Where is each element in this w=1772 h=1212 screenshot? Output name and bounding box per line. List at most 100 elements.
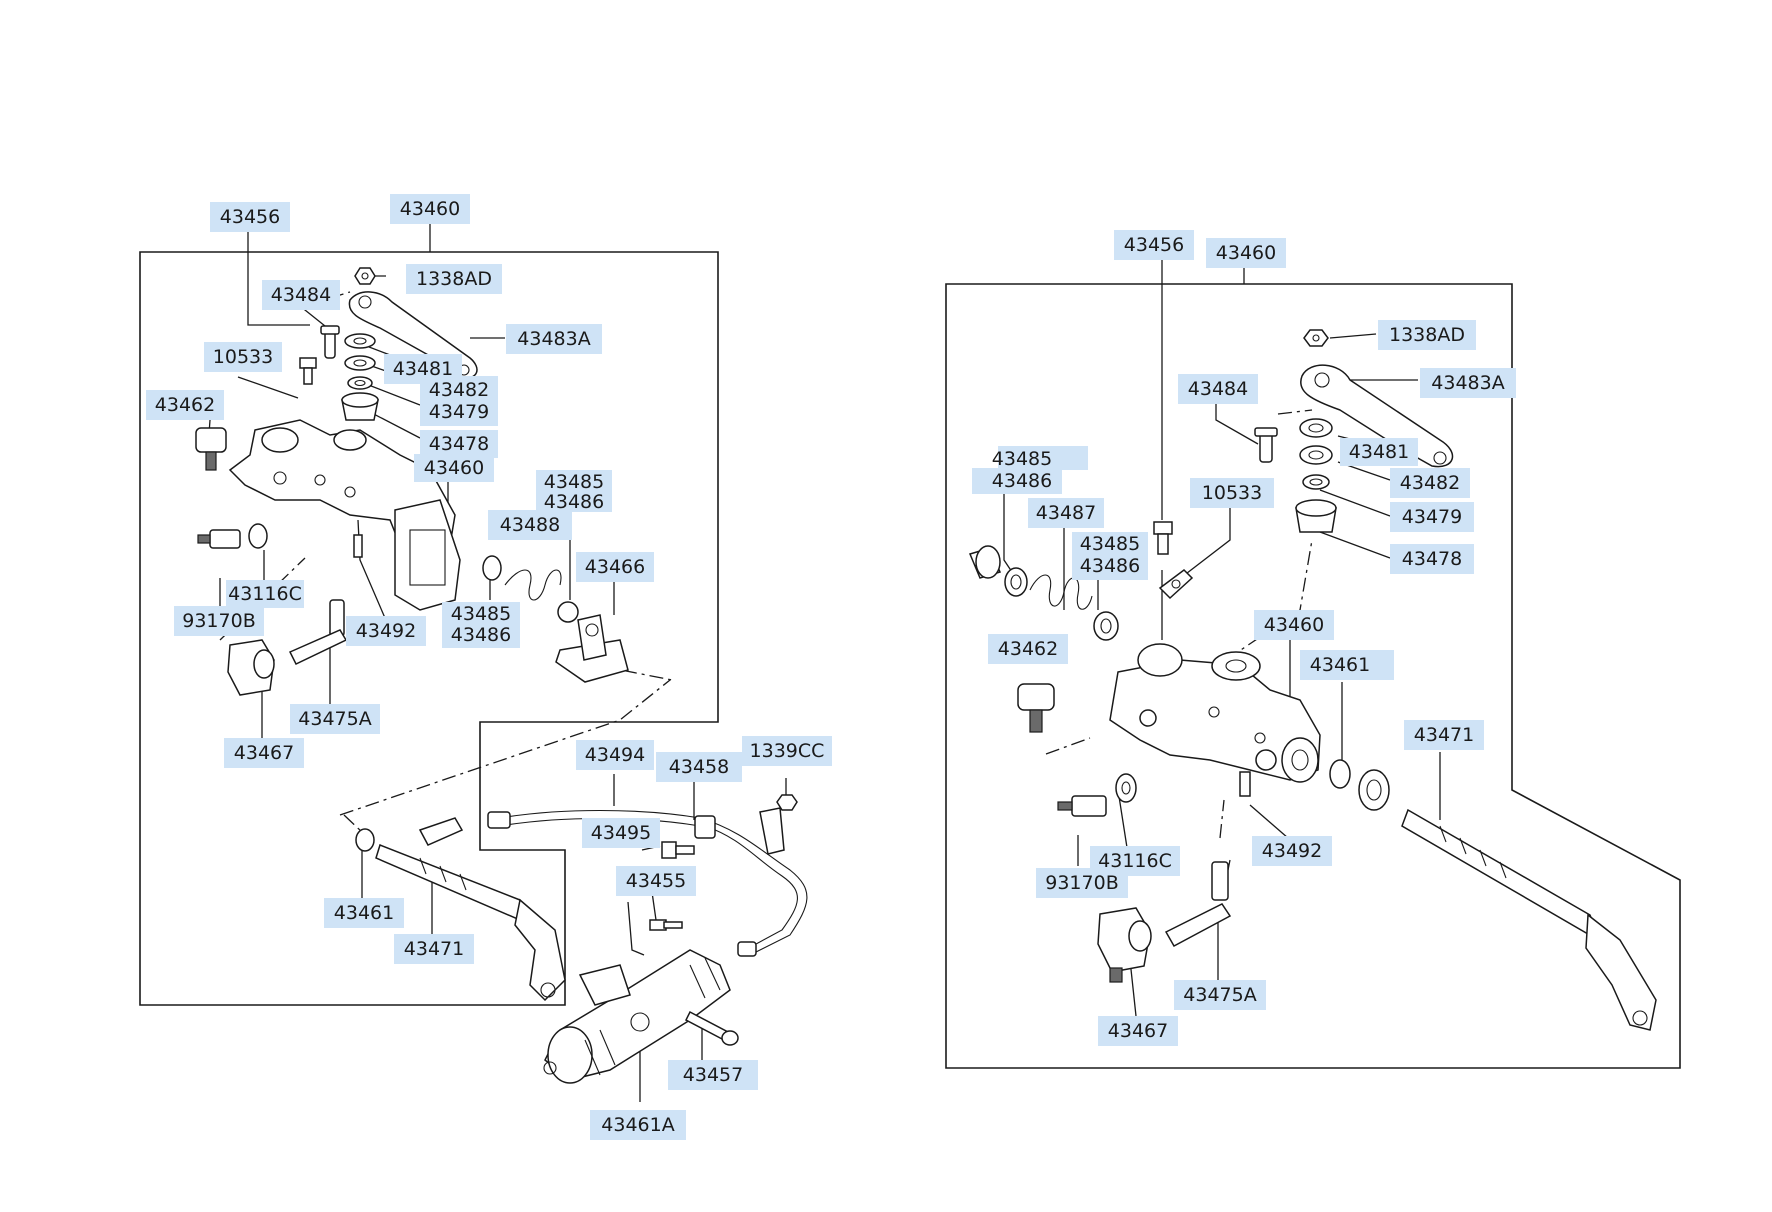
- label-43461a: 43461A: [601, 1114, 674, 1136]
- label-43486-right-a: 43486: [992, 470, 1052, 492]
- switch-93170b: [197, 523, 268, 549]
- label-43482: 43482: [429, 379, 489, 401]
- label-43481: 43481: [393, 358, 453, 380]
- switch-93170b-right: [1057, 773, 1137, 817]
- pin-43492-right: [1239, 771, 1251, 797]
- cup-43485-right: [968, 545, 1002, 579]
- left-frame: [139, 251, 719, 1006]
- label-43116c-left: 43116C: [228, 583, 302, 605]
- label-10533: 10533: [213, 346, 273, 368]
- label-43466: 43466: [585, 556, 645, 578]
- ring-43485-43486-right: [1093, 611, 1119, 641]
- seal-right: [1358, 769, 1390, 811]
- bracket-43467: [227, 639, 275, 696]
- label-43492-left: 43492: [356, 620, 416, 642]
- connector-left: [418, 817, 464, 846]
- label-43495: 43495: [591, 822, 651, 844]
- label-43478-right: 43478: [1402, 548, 1462, 570]
- label-43475a-left: 43475A: [298, 708, 371, 730]
- left-assembly: 43456 43460 1338AD 43484 43483A 10533 43…: [139, 194, 832, 1140]
- label-43486-a: 43486: [544, 491, 604, 513]
- label-43484-right: 43484: [1188, 378, 1248, 400]
- ring-43486-right: [1004, 567, 1028, 597]
- left-labels: 43456 43460 1338AD 43484 43483A 10533 43…: [146, 194, 832, 1140]
- bolt-43495: [661, 841, 695, 859]
- bushing-43478: [341, 392, 379, 421]
- label-43485-a: 43485: [544, 471, 604, 493]
- label-43460-right-top: 43460: [1216, 242, 1276, 264]
- bolt-43457: [685, 1010, 739, 1046]
- label-43471-right: 43471: [1414, 724, 1474, 746]
- right-labels: 43456 43460 1338AD 43483A 43484 43481 43…: [972, 230, 1516, 1046]
- label-43483a: 43483A: [517, 328, 590, 350]
- nut-1338ad: [354, 267, 376, 285]
- plate-right: [1158, 569, 1194, 600]
- label-43479: 43479: [429, 401, 489, 423]
- label-43455: 43455: [626, 870, 686, 892]
- shaft-43471-right: [1401, 808, 1657, 1031]
- housing-43460-right: [1109, 643, 1321, 783]
- housing-43460: [228, 419, 461, 611]
- label-43483a-right: 43483A: [1431, 372, 1504, 394]
- label-43471-left: 43471: [404, 938, 464, 960]
- bushing-43478-right: [1295, 499, 1337, 533]
- bolt-10533: [299, 357, 317, 385]
- label-43457: 43457: [683, 1064, 743, 1086]
- label-43487: 43487: [1036, 502, 1096, 524]
- bracket-43467-right: [1097, 907, 1152, 983]
- label-43456-right: 43456: [1124, 234, 1184, 256]
- washers-43481-43482-43479: [344, 333, 376, 390]
- shift-lever-43475a: [288, 599, 348, 665]
- pin-43484-right: [1254, 427, 1278, 463]
- label-1338ad: 1338AD: [416, 268, 492, 290]
- label-43460-top: 43460: [400, 198, 460, 220]
- label-43458: 43458: [669, 756, 729, 778]
- label-43494: 43494: [585, 744, 645, 766]
- label-1338ad-right: 1338AD: [1389, 324, 1465, 346]
- pin-43492: [353, 534, 363, 558]
- plug-43462-right: [1017, 683, 1055, 733]
- label-43467-left: 43467: [234, 742, 294, 764]
- label-43462: 43462: [155, 394, 215, 416]
- label-43461-left: 43461: [334, 902, 394, 924]
- plug-43462: [195, 427, 227, 471]
- oring-43461-left: [355, 828, 375, 852]
- label-43462-right: 43462: [998, 638, 1058, 660]
- oring-43461-right: [1329, 759, 1351, 789]
- label-93170b-right: 93170B: [1045, 872, 1118, 894]
- right-assembly: 43456 43460 1338AD 43483A 43484 43481 43…: [945, 230, 1681, 1069]
- label-43460-mid: 43460: [424, 457, 484, 479]
- label-43488: 43488: [500, 514, 560, 536]
- bolt-10533-right: [1153, 521, 1173, 555]
- label-43467-right: 43467: [1108, 1020, 1168, 1042]
- right-frame: [945, 283, 1681, 1069]
- label-10533-right: 10533: [1202, 482, 1262, 504]
- label-43485-right-b: 43485: [1080, 533, 1140, 555]
- label-43481-right: 43481: [1349, 441, 1409, 463]
- pivot-pin-43484: [320, 325, 340, 359]
- pipe-43458: [694, 815, 808, 957]
- label-43116c-right: 43116C: [1098, 850, 1172, 872]
- bolt-43455: [649, 919, 683, 931]
- label-43479-right: 43479: [1402, 506, 1462, 528]
- label-43475a-right: 43475A: [1183, 984, 1256, 1006]
- label-43492-right: 43492: [1262, 840, 1322, 862]
- label-43478: 43478: [429, 433, 489, 455]
- label-43486-right-b: 43486: [1080, 555, 1140, 577]
- shift-lever-43475a-right: [1164, 861, 1232, 948]
- label-43485-right-a: 43485: [992, 448, 1052, 470]
- spring-43488: [482, 555, 579, 623]
- label-43486-b: 43486: [451, 624, 511, 646]
- slave-cylinder-43461a: [543, 949, 731, 1084]
- spring-43487: [1029, 574, 1093, 610]
- label-43460-right-mid: 43460: [1264, 614, 1324, 636]
- label-43484: 43484: [271, 284, 331, 306]
- detent-43466: [555, 614, 629, 683]
- label-43461-right: 43461: [1310, 654, 1370, 676]
- label-1339cc: 1339CC: [750, 740, 825, 762]
- label-93170b-left: 93170B: [182, 610, 255, 632]
- label-43456: 43456: [220, 206, 280, 228]
- shaft-43471-left: [375, 844, 566, 1002]
- nut-1338ad-right: [1303, 329, 1329, 347]
